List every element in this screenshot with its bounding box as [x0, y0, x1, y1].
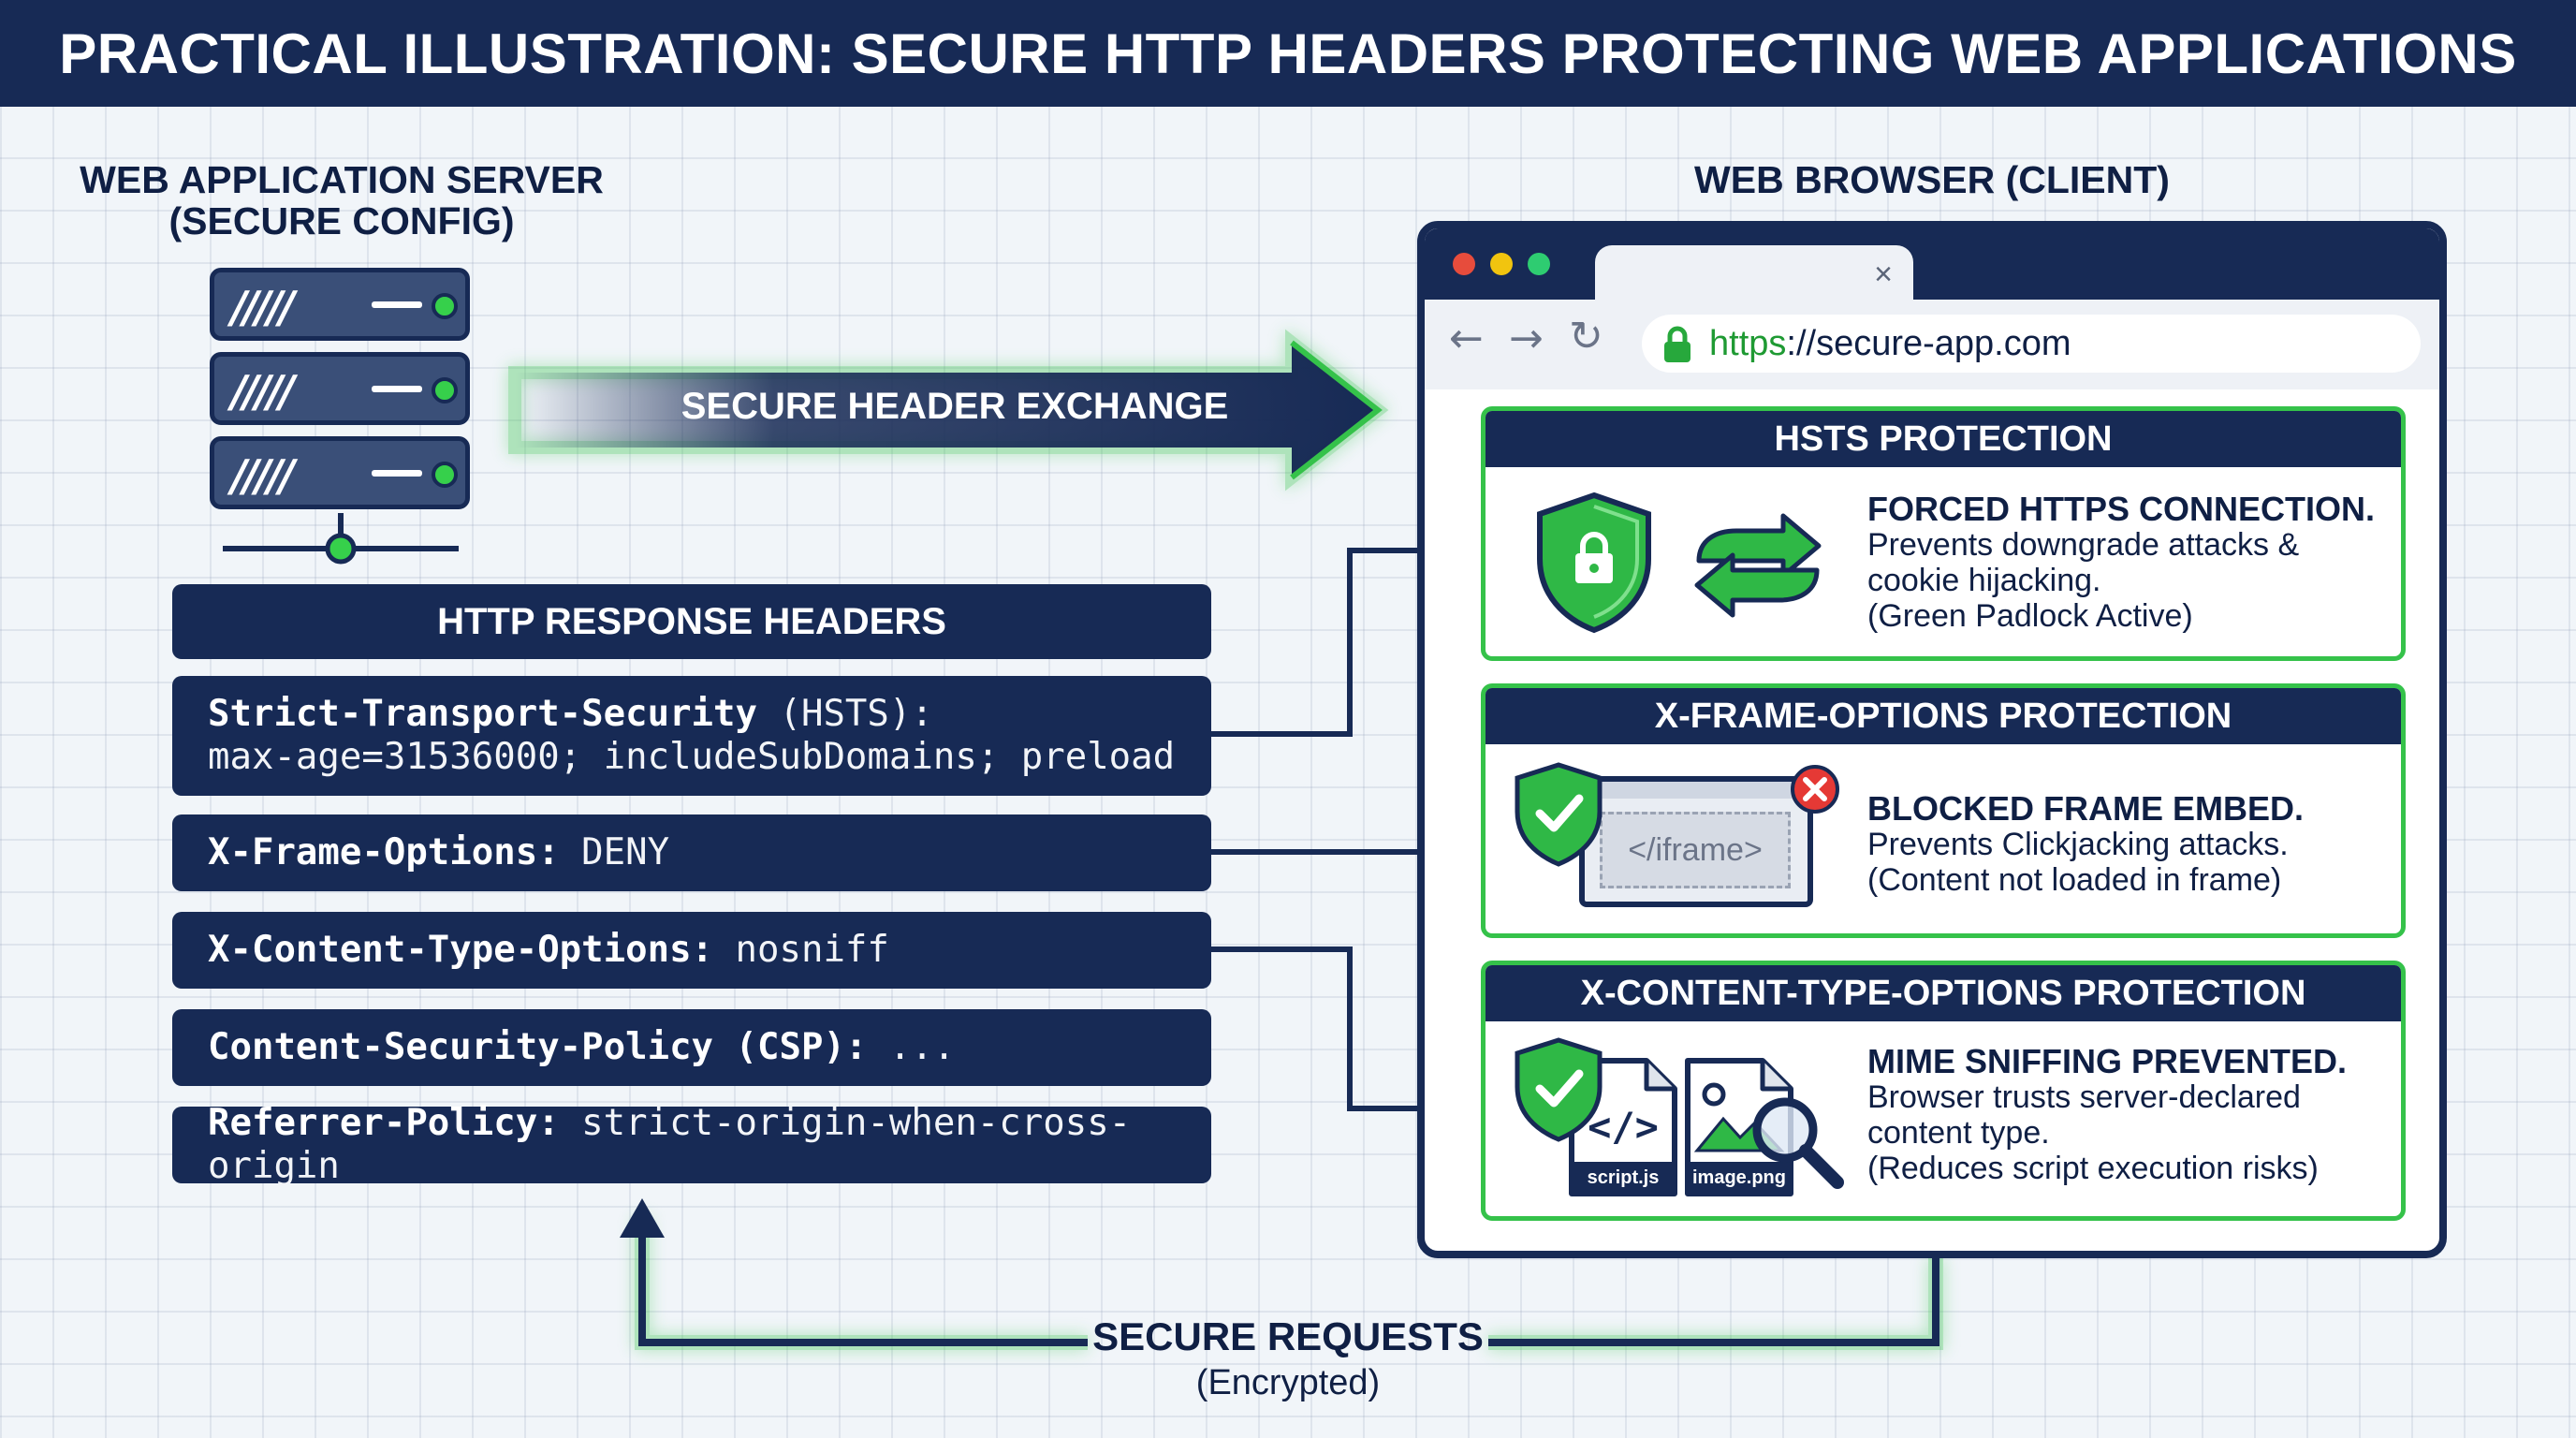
server-label-line2: (SECURE CONFIG) — [168, 199, 515, 242]
iframe-label: </iframe> — [1628, 831, 1763, 868]
iframe-placeholder: </iframe> — [1600, 812, 1791, 888]
card-text: (Content not loaded in frame) — [1867, 862, 2282, 898]
header-value: max-age=31536000; includeSubDomains; pre… — [208, 736, 1176, 778]
header-row-hsts: Strict-Transport-Security (HSTS): max-ag… — [172, 676, 1211, 796]
card-text: (Green Padlock Active) — [1867, 598, 2193, 634]
secure-requests-label: SECURE REQUESTS (Encrypted) — [1091, 1314, 1485, 1403]
header-name-suffix: (HSTS): — [757, 693, 933, 735]
requests-subtitle: (Encrypted) — [1195, 1363, 1381, 1402]
headers-panel-title: HTTP RESPONSE HEADERS — [437, 600, 946, 642]
file-label: image.png — [1691, 1167, 1786, 1188]
card-text: cookie hijacking. — [1867, 563, 2101, 598]
magnifier-icon — [1752, 1097, 1844, 1189]
page-title: PRACTICAL ILLUSTRATION: SECURE HTTP HEAD… — [59, 22, 2517, 85]
xfo-description: BLOCKED FRAME EMBED. Prevents Clickjacki… — [1867, 789, 2304, 899]
server-unit: ///// — [210, 352, 470, 425]
header-name: Referrer-Policy: — [208, 1102, 560, 1144]
card-text: content type. — [1867, 1115, 2050, 1151]
hsts-description: FORCED HTTPS CONNECTION. Prevents downgr… — [1867, 490, 2376, 635]
file-label: script.js — [1587, 1167, 1660, 1188]
header-value: nosniff — [713, 929, 889, 971]
header-value: ... — [867, 1026, 956, 1068]
url-text: https://secure-app.com — [1709, 324, 2071, 363]
exchange-label: SECURE HEADER EXCHANGE — [681, 386, 1229, 427]
padlock-icon — [1664, 326, 1690, 362]
secure-header-exchange-arrow — [508, 329, 1389, 492]
xcto-description: MIME SNIFFING PREVENTED. Browser trusts … — [1867, 1042, 2348, 1187]
code-glyph: </> — [1588, 1104, 1659, 1150]
card-heading: BLOCKED FRAME EMBED. — [1867, 789, 2304, 828]
forward-arrow-icon[interactable]: → — [1509, 315, 1544, 362]
blocked-x-icon — [1791, 765, 1839, 814]
header-name: X-Frame-Options: — [208, 831, 560, 873]
server-label-line1: WEB APPLICATION SERVER — [80, 158, 604, 201]
address-bar[interactable]: https://secure-app.com — [1642, 315, 2421, 373]
header-row-referrer: Referrer-Policy: strict-origin-when-cros… — [172, 1102, 1211, 1187]
xfo-protection-card: X-FRAME-OPTIONS PROTECTION </iframe> BLO… — [1481, 683, 2406, 938]
card-title: X-FRAME-OPTIONS PROTECTION — [1654, 696, 2232, 736]
hsts-protection-card: HSTS PROTECTION FORCED HTTPS CONNECTION.… — [1481, 406, 2406, 661]
header-row-xcto: X-Content-Type-Options: nosniff — [172, 912, 1211, 989]
shield-lock-icon — [1537, 492, 1651, 634]
tab-close-icon[interactable]: × — [1874, 257, 1893, 292]
reload-icon[interactable]: ↻ — [1569, 313, 1603, 360]
server-label: WEB APPLICATION SERVER (SECURE CONFIG) — [75, 159, 608, 242]
server-unit: ///// — [210, 268, 470, 341]
card-heading: FORCED HTTPS CONNECTION. — [1867, 490, 2376, 528]
card-title: X-CONTENT-TYPE-OPTIONS PROTECTION — [1580, 973, 2306, 1013]
title-bar: PRACTICAL ILLUSTRATION: SECURE HTTP HEAD… — [0, 0, 2576, 107]
requests-title: SECURE REQUESTS — [1092, 1314, 1484, 1358]
header-name: X-Content-Type-Options: — [208, 929, 714, 971]
server-unit: ///// — [210, 436, 470, 509]
card-text: (Reduces script execution risks) — [1867, 1151, 2319, 1186]
window-minimize-dot[interactable] — [1490, 253, 1513, 275]
card-title: HSTS PROTECTION — [1774, 418, 2113, 459]
header-value: strict-origin-when-cross-origin — [208, 1102, 1132, 1187]
headers-panel-title-bar: HTTP RESPONSE HEADERS — [172, 584, 1211, 659]
shield-check-icon — [1515, 1037, 1603, 1142]
card-text: Prevents Clickjacking attacks. — [1867, 827, 2289, 862]
window-close-dot[interactable] — [1453, 253, 1475, 275]
header-value: DENY — [559, 831, 670, 873]
card-text: Prevents downgrade attacks & — [1867, 527, 2300, 563]
window-maximize-dot[interactable] — [1528, 253, 1550, 275]
server-stand — [223, 513, 459, 565]
header-name: Strict-Transport-Security — [208, 693, 757, 735]
shield-check-icon — [1515, 762, 1603, 867]
secure-requests-loop — [620, 1198, 1943, 1350]
blocked-frame-box: </iframe> — [1579, 776, 1813, 907]
script-file-icon: </> script.js — [1568, 1057, 1678, 1197]
header-name: Content-Security-Policy (CSP): — [208, 1026, 868, 1068]
card-text: Browser trusts server-declared — [1867, 1079, 2301, 1115]
frame-titlebar — [1585, 782, 1808, 799]
xcto-protection-card: X-CONTENT-TYPE-OPTIONS PROTECTION </> sc… — [1481, 961, 2406, 1221]
sync-arrows-icon — [1694, 513, 1822, 618]
browser-titlebar — [1425, 228, 2439, 300]
header-row-csp: Content-Security-Policy (CSP): ... — [172, 1009, 1211, 1086]
card-heading: MIME SNIFFING PREVENTED. — [1867, 1042, 2348, 1080]
back-arrow-icon[interactable]: ← — [1449, 315, 1484, 362]
header-row-xfo: X-Frame-Options: DENY — [172, 814, 1211, 891]
browser-label: WEB BROWSER (CLIENT) — [1694, 158, 2170, 201]
